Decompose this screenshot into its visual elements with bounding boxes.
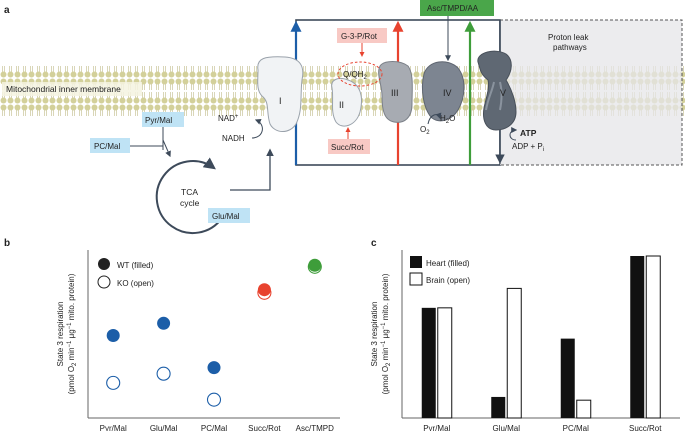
heart-bar xyxy=(491,396,506,418)
heart-bar xyxy=(421,307,436,418)
legend-heart-marker xyxy=(410,256,422,268)
wt-point xyxy=(257,283,271,297)
succ-rot-label: Succ/Rot xyxy=(331,143,364,152)
wt-point xyxy=(207,361,221,375)
asc-tmpd-aa-label: Asc/TMPD/AA xyxy=(427,4,479,13)
complex-v xyxy=(477,50,517,131)
asc-tmpd-aa-box xyxy=(420,0,494,16)
membrane-label-bg xyxy=(2,82,142,96)
h2o-label: H2O xyxy=(440,114,455,125)
complex-i xyxy=(257,56,304,132)
pyr-mal-label: Pyr/Mal xyxy=(145,116,172,125)
substrate-arrow xyxy=(162,139,171,158)
g3p-rot-box xyxy=(337,28,387,43)
brain-bar xyxy=(576,399,592,419)
complex-v-stalk xyxy=(485,81,503,111)
o2-arrow xyxy=(427,112,442,125)
ko-point xyxy=(156,366,171,381)
complex-i-label: I xyxy=(279,96,282,106)
tca-label-line1: TCA xyxy=(181,187,198,197)
chart-b-xtick: PC/Mal xyxy=(201,424,227,431)
chart-b-xtick: Succ/Rot xyxy=(248,424,281,431)
chart-c-xtick: Pyr/Mal xyxy=(423,424,450,431)
nadh-arrow xyxy=(251,119,263,139)
chart-b-xtick: Glu/Mal xyxy=(150,424,178,431)
chart-c-ylabel-line1: State 3 respiration xyxy=(370,302,379,367)
legend-brain-marker xyxy=(409,272,423,286)
panel-b-label: b xyxy=(4,238,10,249)
legend-ko-label: KO (open) xyxy=(117,279,154,288)
chart-c-xtick: PC/Mal xyxy=(563,424,589,431)
glu-mal-label: Glu/Mal xyxy=(212,212,240,221)
legend-ko-marker xyxy=(97,275,111,289)
chart-c-xtick: Glu/Mal xyxy=(492,424,520,431)
legend-wt-label: WT (filled) xyxy=(117,261,154,270)
g3p-rot-label: G-3-P/Rot xyxy=(341,32,378,41)
chart-c: Pyr/Mal Glu/Mal PC/Mal Succ/Rot Heart (fill… xyxy=(370,250,680,431)
adp-pi-label: ADP + Pi xyxy=(512,142,544,153)
glu-mal-box xyxy=(208,208,250,223)
panel-a-label: a xyxy=(4,5,10,16)
complex-iv xyxy=(421,61,465,122)
atp-arrow xyxy=(509,127,518,141)
pc-mal-label: PC/Mal xyxy=(94,142,120,151)
brain-bar xyxy=(437,307,453,419)
chart-b-ylabel-line2: (pmol O2 min−1 μg−1 mito. protein) xyxy=(67,273,78,394)
q-qh2-label: Q/QH2 xyxy=(343,70,367,81)
complex-ii-label: II xyxy=(339,100,344,110)
tca-label-line2: cycle xyxy=(180,198,200,208)
proton-leak-region xyxy=(499,19,683,166)
succ-rot-box xyxy=(328,139,370,154)
nadh-label: NADH xyxy=(222,134,245,143)
brain-bar xyxy=(645,255,661,419)
complex-iii-label: III xyxy=(391,88,399,98)
legend-wt-marker xyxy=(98,258,110,270)
chart-b-xtick: Asc/TMPD xyxy=(296,424,334,431)
chart-b-ylabel-line1: State 3 respiration xyxy=(56,302,65,367)
q-pool-cycle xyxy=(337,61,383,87)
heart-bar xyxy=(560,338,575,418)
complex-ii xyxy=(331,77,362,127)
chart-c-ylabel-line2: (pmol O2 min−1 μg−1 mito. protein) xyxy=(381,273,392,394)
pyr-mal-box xyxy=(142,112,184,127)
wt-point xyxy=(157,316,171,330)
wt-point xyxy=(308,258,322,272)
complex-iv-label: IV xyxy=(443,88,452,98)
brain-bar xyxy=(506,287,522,419)
chart-b-xtick: Pyr/Mal xyxy=(100,424,127,431)
ko-point xyxy=(106,375,121,390)
substrate-connector xyxy=(130,127,164,150)
complex-iii xyxy=(378,61,413,123)
nad-label: NAD+ xyxy=(218,114,239,123)
panel-c-label: c xyxy=(371,238,377,249)
chart-b: Pyr/Mal Glu/Mal PC/Mal Succ/Rot Asc/TMPD WT … xyxy=(56,250,340,431)
pc-mal-box xyxy=(90,138,130,153)
proton-leak-line1: Proton leak xyxy=(548,33,589,42)
wt-point xyxy=(106,329,120,343)
chart-c-xtick: Succ/Rot xyxy=(629,424,662,431)
legend-heart-label: Heart (filled) xyxy=(426,259,470,268)
tca-cycle-arc xyxy=(155,157,223,235)
heart-bar xyxy=(630,256,645,418)
proton-leak-line2: pathways xyxy=(553,43,587,52)
legend-brain-label: Brain (open) xyxy=(426,276,470,285)
atp-label: ATP xyxy=(520,128,537,138)
ko-point xyxy=(206,392,222,407)
tca-to-complex-i-arrow xyxy=(230,148,274,191)
o2-label: O2 xyxy=(420,125,430,136)
complex-v-label: V xyxy=(500,88,506,98)
membrane-label: Mitochondrial inner membrane xyxy=(6,84,121,94)
